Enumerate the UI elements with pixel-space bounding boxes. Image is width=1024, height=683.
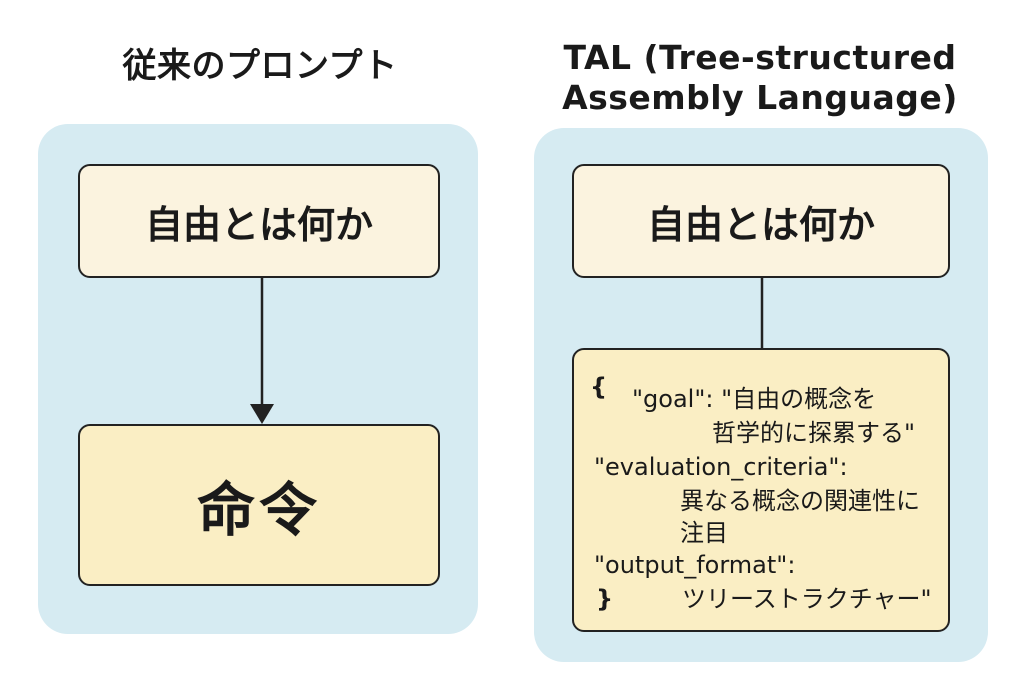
right-question-box: 自由とは何か bbox=[572, 164, 950, 278]
tal-code-box: { "goal": "自由の概念を 哲学的に探累する" "evaluation_… bbox=[572, 348, 950, 632]
code-format-value: ツリーストラクチャー" bbox=[682, 585, 932, 613]
right-title-line2: Assembly Language) bbox=[562, 78, 958, 117]
left-arrow-head-icon bbox=[250, 404, 274, 424]
code-criteria-value-2: 注目 bbox=[680, 519, 728, 547]
code-criteria-value-1: 異なる概念の関連性に bbox=[680, 487, 920, 515]
left-panel-title: 従来のプロンプト bbox=[122, 46, 398, 86]
command-box: 命令 bbox=[78, 424, 440, 586]
code-goal-key: "goal": "自由の概念を bbox=[632, 385, 877, 413]
right-title-line1: TAL (Tree-structured bbox=[563, 38, 957, 77]
left-question-box: 自由とは何か bbox=[78, 164, 440, 278]
code-format-key: "output_format": bbox=[594, 551, 796, 579]
right-panel-title: TAL (Tree-structured Assembly Language) bbox=[520, 38, 1000, 118]
code-close-brace: } bbox=[596, 585, 614, 613]
code-criteria-key: "evaluation_criteria": bbox=[594, 453, 848, 481]
code-goal-value: 哲学的に探累する" bbox=[712, 419, 916, 447]
code-open-brace: { bbox=[590, 373, 608, 401]
